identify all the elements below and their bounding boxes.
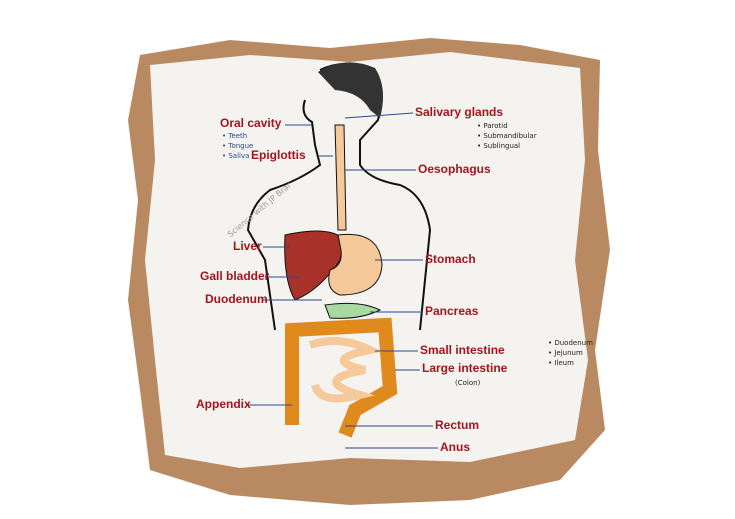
label-appendix: Appendix xyxy=(196,397,251,411)
label-pancreas: Pancreas xyxy=(425,304,479,318)
label-liver: Liver xyxy=(233,239,262,253)
small-intestine-parts: • Duodenum • Jejunum • Ileum xyxy=(548,338,593,368)
label-salivary-glands: Salivary glands xyxy=(415,105,504,119)
label-rectum: Rectum xyxy=(435,418,480,432)
label-gall-bladder: Gall bladder xyxy=(200,269,270,283)
part-submandibular: • Submandibular xyxy=(477,132,537,140)
liver xyxy=(284,230,346,301)
hair xyxy=(318,62,384,118)
part-sublingual: • Sublingual xyxy=(477,142,521,150)
label-colon: (Colon) xyxy=(455,379,481,387)
salivary-gland-parts: • Parotid • Submandibular • Sublingual xyxy=(477,121,537,151)
label-duodenum: Duodenum xyxy=(205,292,268,306)
part-jejunum: • Jejunum xyxy=(548,349,583,357)
part-parotid: • Parotid xyxy=(477,122,508,130)
part-teeth: • Teeth xyxy=(222,132,248,140)
label-stomach: Stomach xyxy=(425,252,476,266)
small-intestine xyxy=(308,337,383,403)
part-tongue: • Tongue xyxy=(222,142,254,150)
oral-cavity-parts: • Teeth • Tongue • Saliva xyxy=(222,131,253,161)
large-intestine xyxy=(285,317,398,438)
label-epiglottis: Epiglottis xyxy=(251,148,306,162)
label-large-intestine: Large intestine xyxy=(422,361,508,375)
label-anus: Anus xyxy=(440,440,470,454)
label-oral-cavity: Oral cavity xyxy=(220,116,282,130)
label-small-intestine: Small intestine xyxy=(420,343,505,357)
label-oesophagus: Oesophagus xyxy=(418,162,491,176)
pancreas xyxy=(324,302,382,319)
leader-lines xyxy=(248,112,438,449)
stomach xyxy=(328,233,383,296)
oesophagus-tube xyxy=(334,124,347,231)
part-duodenum: • Duodenum xyxy=(548,339,593,347)
part-ileum: • Ileum xyxy=(548,359,574,367)
part-saliva: • Saliva xyxy=(222,152,250,160)
